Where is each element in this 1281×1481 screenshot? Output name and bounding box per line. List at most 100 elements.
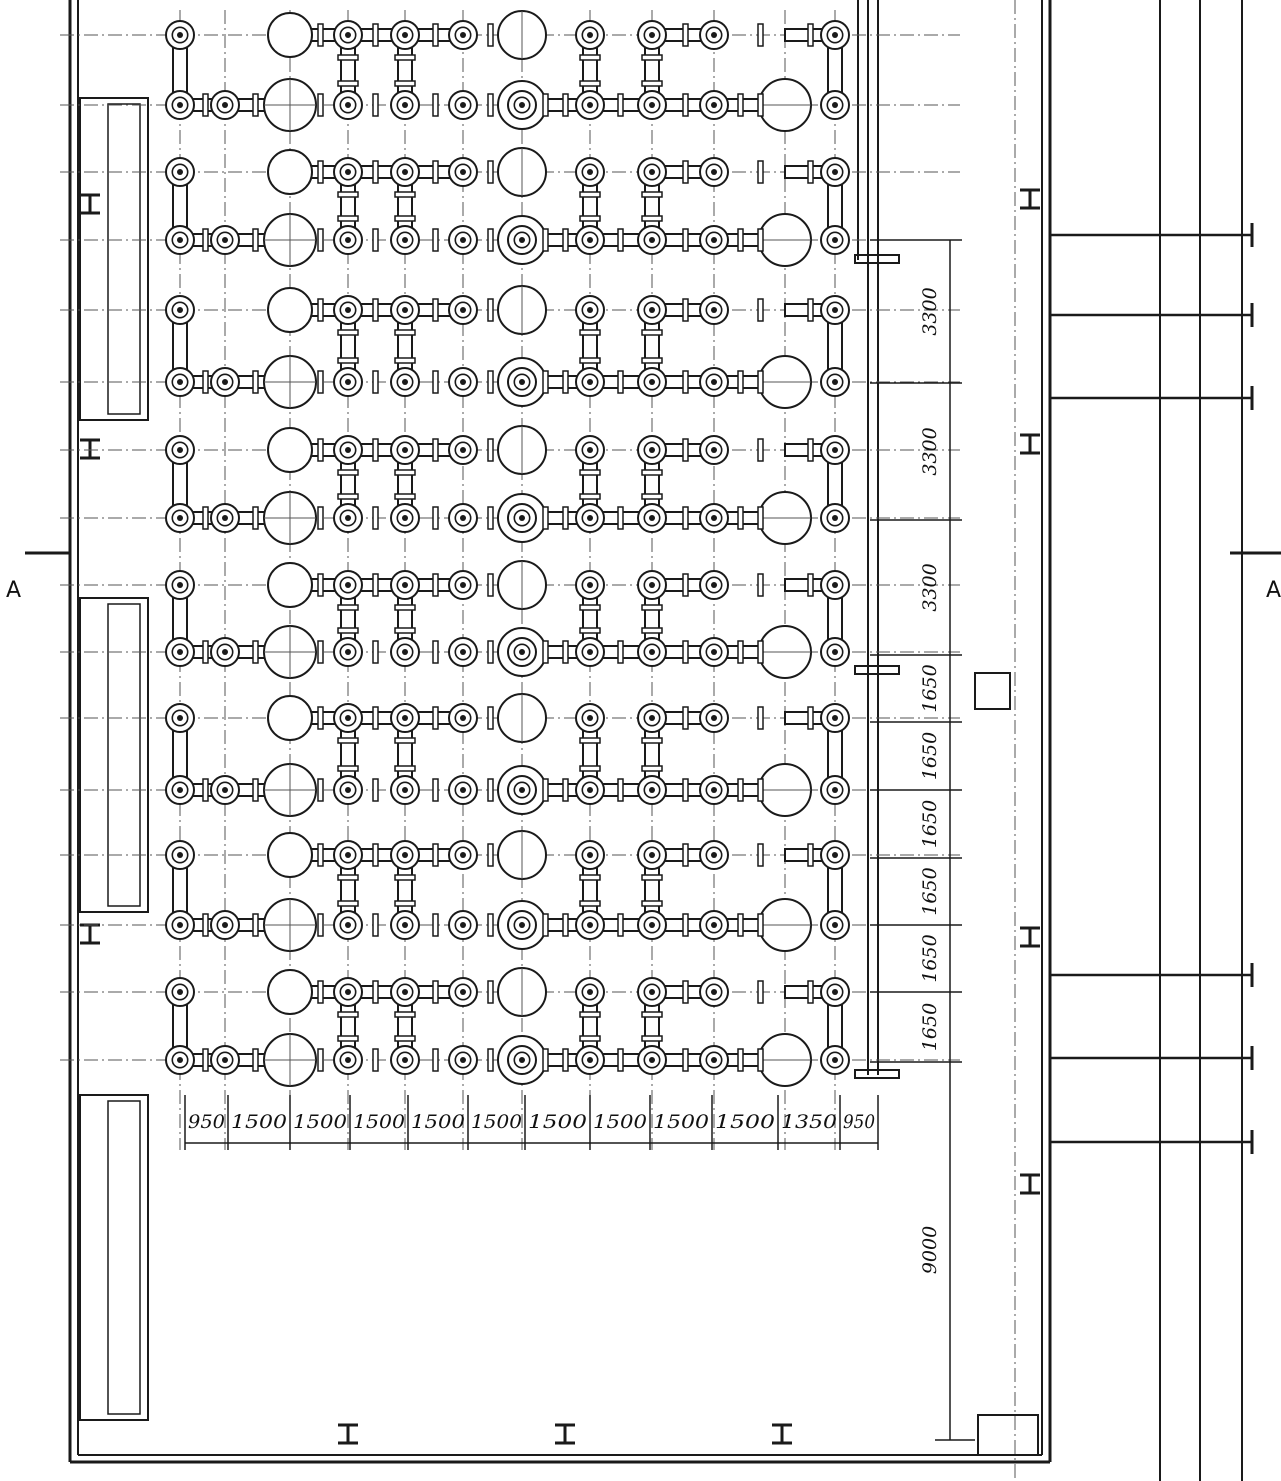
flange (641, 191, 663, 198)
flange (394, 357, 416, 364)
volute-left (267, 969, 313, 1015)
valve-top-dot (460, 307, 466, 313)
flange (487, 506, 494, 530)
flange (579, 469, 601, 476)
dim-label-h-9: 1500 (653, 1111, 709, 1133)
flange (579, 215, 601, 222)
valve-bottom-dot (587, 787, 593, 793)
flange (807, 438, 814, 462)
valve-bottom-dot (711, 379, 717, 385)
flange (487, 573, 494, 597)
flange (641, 874, 663, 881)
valve-top-dot (832, 169, 838, 175)
flange (641, 627, 663, 634)
dim-label-h-10: 1500 (715, 1111, 775, 1133)
flange (202, 370, 209, 394)
valve-bottom-dot (402, 237, 408, 243)
dim-label-v-8: 1650 (919, 934, 941, 982)
flange (337, 737, 359, 744)
dim-label-v-1: 3300 (919, 287, 941, 335)
flange (617, 778, 624, 802)
dim-label-h-2: 1500 (231, 1111, 287, 1133)
valve-bottom-dot (222, 649, 228, 655)
dim-label-h-11: 1350 (781, 1111, 837, 1133)
flange (317, 843, 324, 867)
valve-bottom-dot (649, 237, 655, 243)
valve-bottom-dot (177, 237, 183, 243)
flange (682, 640, 689, 664)
valve-top-dot (402, 32, 408, 38)
flange (807, 23, 814, 47)
flange (542, 506, 549, 530)
valve-bottom-dot (649, 515, 655, 521)
flange (487, 438, 494, 462)
valve-top-dot (832, 582, 838, 588)
flange (394, 80, 416, 87)
right-side-pipe-lines (1014, 0, 1254, 1481)
flange (757, 573, 764, 597)
valve-top-dot (649, 307, 655, 313)
flange (617, 1048, 624, 1072)
valve-bottom-dot (345, 102, 351, 108)
volute-left (267, 562, 313, 608)
flange (432, 640, 439, 664)
flange (337, 215, 359, 222)
flange (757, 778, 764, 802)
valve-bottom-dot (345, 922, 351, 928)
flange (372, 706, 379, 730)
flange (252, 778, 259, 802)
unit-row-8 (165, 967, 850, 1087)
flange (757, 298, 764, 322)
valve-top-dot (832, 852, 838, 858)
column-box (974, 672, 1011, 710)
flange (641, 765, 663, 772)
flange (372, 573, 379, 597)
valve-bottom-dot (587, 515, 593, 521)
flange (252, 1048, 259, 1072)
flange (807, 980, 814, 1004)
flange (737, 228, 744, 252)
valve-top-dot (177, 989, 183, 995)
valve-top-dot (587, 447, 593, 453)
flange (487, 93, 494, 117)
valve-top-dot (832, 307, 838, 313)
flange (372, 370, 379, 394)
valve-top-dot (345, 32, 351, 38)
flange (317, 93, 324, 117)
valve-bottom-dot (519, 1057, 525, 1063)
flange (252, 370, 259, 394)
flange (641, 469, 663, 476)
flange (487, 370, 494, 394)
flange (617, 913, 624, 937)
valve-bottom-dot (832, 379, 838, 385)
flange (579, 737, 601, 744)
flange (682, 370, 689, 394)
volute-left (267, 12, 313, 58)
flange (682, 1048, 689, 1072)
valve-bottom-dot (711, 1057, 717, 1063)
flange (542, 93, 549, 117)
valve-bottom-dot (222, 515, 228, 521)
dim-label-v-5: 1650 (919, 732, 941, 780)
valve-bottom-dot (177, 102, 183, 108)
flange (682, 706, 689, 730)
valve-top-dot (345, 852, 351, 858)
valve-top-dot (460, 447, 466, 453)
valve-top-dot (177, 582, 183, 588)
valve-top-dot (177, 715, 183, 721)
flange (682, 573, 689, 597)
valve-bottom-dot (460, 379, 466, 385)
valve-bottom-dot (649, 102, 655, 108)
flange (317, 778, 324, 802)
flange (372, 298, 379, 322)
flange (542, 778, 549, 802)
valve-top-dot (402, 169, 408, 175)
flange (432, 980, 439, 1004)
valve-bottom-dot (519, 379, 525, 385)
valve-bottom-dot (711, 237, 717, 243)
flange (641, 604, 663, 611)
flange (394, 765, 416, 772)
flange (337, 1035, 359, 1042)
valve-top-dot (177, 169, 183, 175)
flange (432, 573, 439, 597)
